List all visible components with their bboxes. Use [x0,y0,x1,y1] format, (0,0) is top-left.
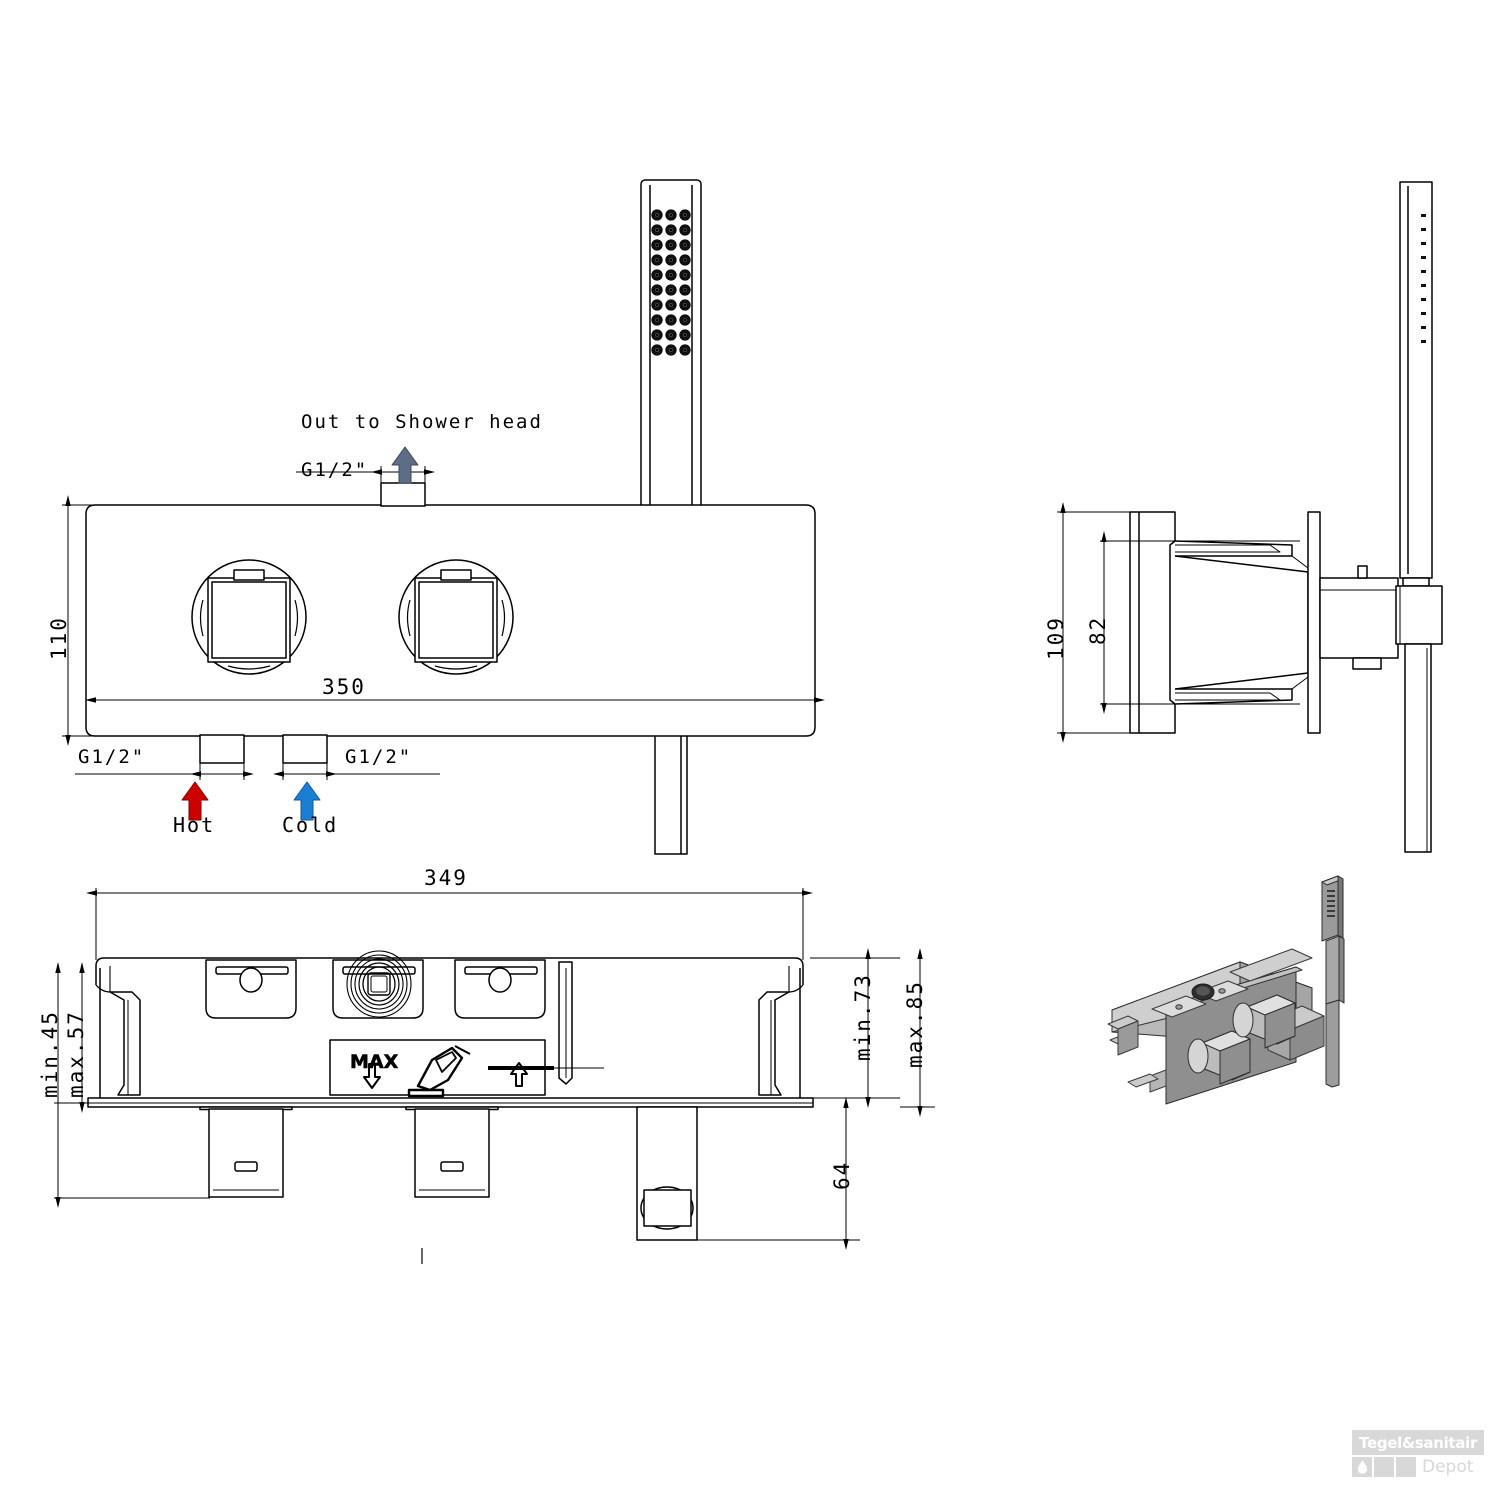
logo-square-3 [1396,1457,1416,1477]
label-outlet-drop: 64 [830,1160,854,1190]
watermark-brand: Tegel&sanitair [1359,1434,1478,1452]
label-bottom-width: 349 [424,866,468,890]
label-side-overall-depth: 109 [1044,616,1068,660]
flow-arrow-cold [293,781,321,821]
max-instruction-graphic [363,1045,604,1098]
label-cold: Cold [282,813,339,837]
flow-arrow-outlet [391,446,419,484]
logo-square-2 [1374,1457,1394,1477]
label-out-to-shower-head: Out to Shower head [301,411,543,433]
watermark-suffix: Depot [1422,1457,1474,1477]
label-hot-thread: G1/2" [78,746,146,768]
label-cold-thread: G1/2" [345,746,413,768]
label-max-front: max.57 [64,1010,88,1098]
label-max-marker: MAX [350,1051,399,1074]
label-front-width: 350 [322,675,366,699]
front-control-knob-left[interactable] [191,559,307,675]
label-side-body-depth: 82 [1086,615,1110,645]
side-view [1129,181,1443,853]
label-outlet-thread: G1/2" [301,459,369,481]
droplet-icon [1352,1457,1372,1477]
label-min-front: min.45 [38,1010,62,1098]
bottom-view-dimensions [54,888,935,1264]
bottom-view [87,950,814,1241]
watermark-logo: Tegel&sanitair Depot [1352,1430,1492,1492]
label-hot: Hot [173,813,216,837]
isometric-product-render [1107,875,1345,1105]
label-front-height: 110 [47,616,71,660]
label-min-rear: min.73 [851,973,875,1061]
side-view-dimensions [1057,502,1300,743]
flow-arrow-hot [181,781,209,821]
front-control-knob-right[interactable] [398,559,514,675]
label-max-rear: max.85 [903,980,927,1068]
front-view-dimensions [62,466,825,780]
